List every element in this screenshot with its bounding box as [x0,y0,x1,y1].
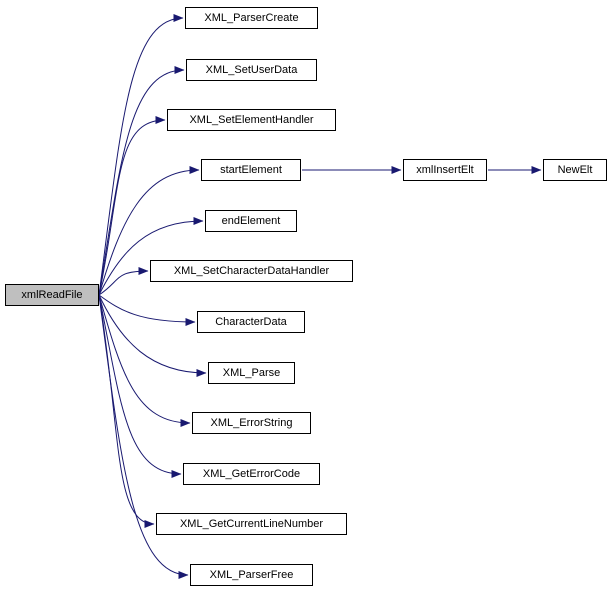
node-xml-get-error-code[interactable]: XML_GetErrorCode [183,463,320,485]
node-xml-set-element-handler[interactable]: XML_SetElementHandler [167,109,336,131]
node-xml-set-user-data[interactable]: XML_SetUserData [186,59,317,81]
node-xml-insert-elt[interactable]: xmlInsertElt [403,159,487,181]
node-xml-parse[interactable]: XML_Parse [208,362,295,384]
node-start-element[interactable]: startElement [201,159,301,181]
node-xml-set-character-data-handler[interactable]: XML_SetCharacterDataHandler [150,260,353,282]
node-new-elt[interactable]: NewElt [543,159,607,181]
node-xml-error-string[interactable]: XML_ErrorString [192,412,311,434]
node-end-element[interactable]: endElement [205,210,297,232]
node-character-data[interactable]: CharacterData [197,311,305,333]
node-xml-get-current-line-number[interactable]: XML_GetCurrentLineNumber [156,513,347,535]
node-xml-parser-create[interactable]: XML_ParserCreate [185,7,318,29]
node-xml-read-file: xmlReadFile [5,284,99,306]
node-xml-parser-free[interactable]: XML_ParserFree [190,564,313,586]
